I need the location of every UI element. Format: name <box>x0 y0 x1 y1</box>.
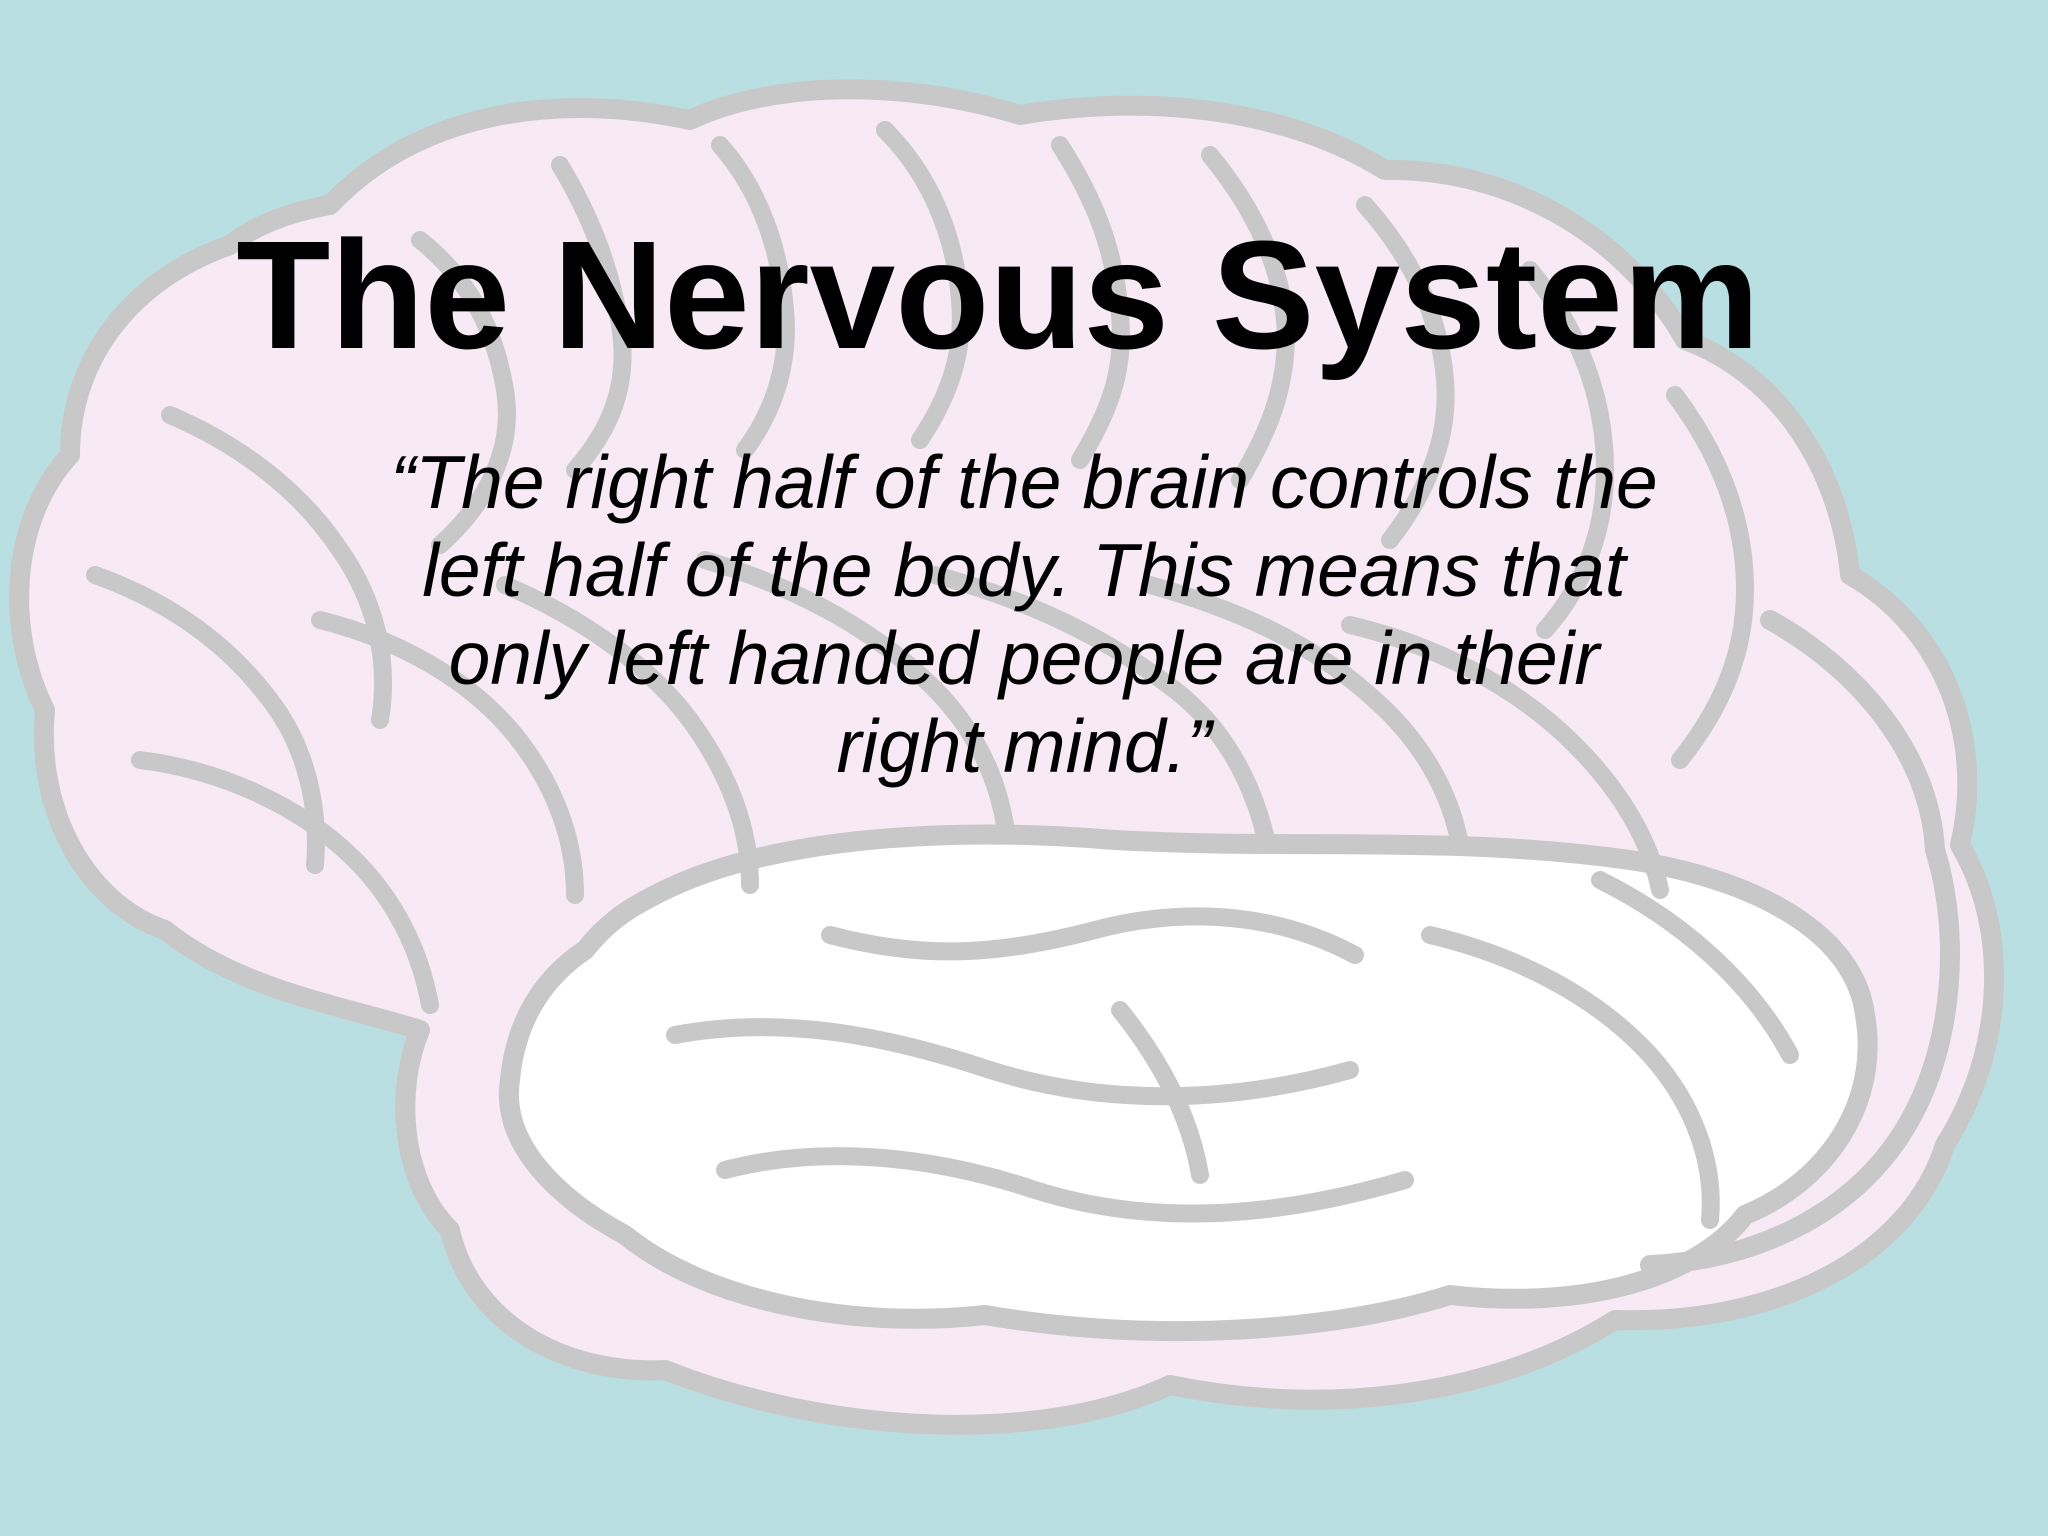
brain-fold <box>716 1147 1414 1223</box>
quote-line: only left handed people are in their <box>448 616 1600 700</box>
brain-fold <box>1341 616 1669 899</box>
brain-fold <box>1051 136 1130 469</box>
brain-fold <box>711 136 795 459</box>
brain-fold <box>86 566 325 874</box>
brain-fold <box>1201 146 1295 489</box>
quote-line: right mind.” <box>836 704 1212 788</box>
brain-fold <box>1141 576 1469 854</box>
brain-fold <box>876 121 970 449</box>
slide-title: The Nervous System <box>236 209 1760 381</box>
brain-fold <box>551 156 632 479</box>
brain-fold <box>1356 196 1455 549</box>
brain-folds <box>86 121 1799 1229</box>
brain-fold <box>821 907 1364 964</box>
brain-fold <box>131 751 439 1014</box>
brain-back-edge <box>1640 610 1960 1275</box>
brain-fold <box>161 406 393 729</box>
quote-line: “The right half of the brain controls th… <box>390 440 1658 524</box>
brain-fold <box>1521 261 1614 639</box>
brain-fold <box>1421 926 1720 1229</box>
brain-fold <box>411 231 516 554</box>
brain-fold <box>311 611 584 904</box>
brain-fold <box>1111 1001 1209 1184</box>
brain-fold <box>1591 871 1799 1064</box>
slide-quote: “The right half of the brain controls th… <box>0 438 2048 790</box>
brain-fold <box>1666 386 1754 769</box>
brain-fold <box>696 551 1014 834</box>
brain-fold <box>496 576 759 894</box>
brain-fold <box>666 1018 1359 1106</box>
brain-fold <box>926 566 1274 844</box>
quote-line: left half of the body. This means that <box>422 528 1626 612</box>
